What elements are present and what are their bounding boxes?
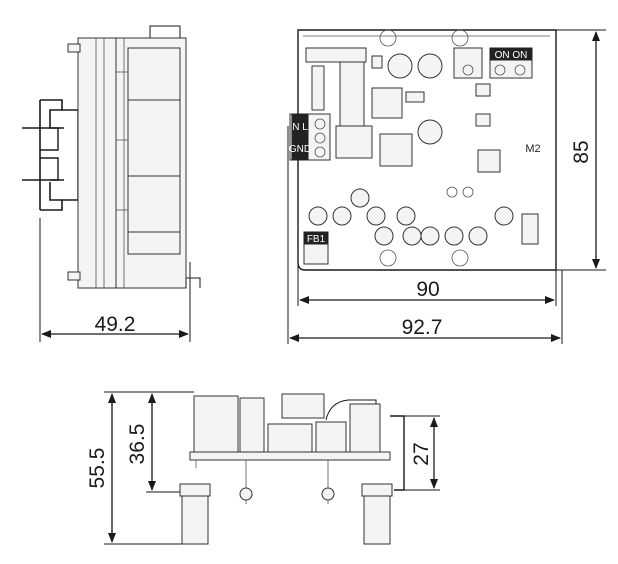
dimension-bracket-height: 27 — [404, 415, 440, 491]
din-rail-clip — [22, 99, 79, 211]
connector-mid-label: GND — [289, 144, 311, 155]
fuse — [339, 61, 365, 133]
connector-left-label: N L — [292, 122, 308, 133]
dimension-overall-height: 55.5 — [86, 391, 190, 545]
ic-small-2 — [475, 83, 491, 97]
relay-front — [193, 395, 239, 453]
top-view: N L GND ON ON M2 FB1 — [289, 29, 557, 271]
capacitor-1 — [387, 53, 413, 79]
dimension-label-board-height: 85 — [570, 140, 593, 163]
capacitor-front — [315, 421, 347, 453]
din-clip-right — [363, 495, 391, 545]
bracket-front — [390, 415, 405, 491]
dimension-width-side: 49.2 — [39, 218, 191, 342]
module-label: M2 — [525, 143, 540, 155]
fuse-holder — [305, 47, 367, 63]
fb-label: FB1 — [307, 234, 326, 245]
dimension-label-width-side: 49.2 — [95, 313, 136, 336]
terminal-block-top: ON ON — [453, 47, 533, 79]
screw-bottom — [67, 271, 81, 281]
connector-top-label: ON ON — [495, 50, 528, 61]
dimension-board-height: 85 — [556, 29, 606, 271]
inductor-front — [267, 423, 313, 453]
capacitor-3 — [417, 119, 443, 145]
din-clip-left — [181, 495, 209, 545]
dimension-component-height: 36.5 — [126, 391, 194, 493]
varistor — [311, 65, 325, 111]
foot-left — [179, 483, 211, 497]
inductor — [379, 133, 413, 167]
dimension-label-overall-height: 55.5 — [86, 448, 109, 489]
foot-right — [361, 483, 393, 497]
transformer-front — [281, 393, 325, 419]
fuse-front — [239, 397, 265, 453]
relay-block — [335, 125, 373, 159]
ic-small — [475, 113, 491, 127]
jumper-header — [521, 213, 539, 245]
side-view — [22, 25, 201, 289]
ic-chip — [405, 91, 425, 103]
dimension-overall-width: 92.7 — [287, 126, 563, 344]
standoff-left — [239, 487, 253, 501]
dimension-label-bracket-height: 27 — [410, 442, 433, 465]
cable-front — [325, 399, 377, 452]
standoff-right — [321, 487, 335, 501]
transformer — [371, 87, 403, 119]
module-stack — [95, 38, 181, 288]
dimension-board-width: 90 — [297, 262, 557, 306]
dimension-label-component-height: 36.5 — [126, 424, 149, 465]
dimension-label-board-width: 90 — [416, 278, 439, 301]
front-view — [179, 393, 405, 545]
capacitor-2 — [417, 53, 443, 79]
microcontroller — [477, 149, 501, 173]
diode-1 — [371, 55, 383, 69]
screw-top — [67, 43, 81, 53]
dimension-label-overall-width: 92.7 — [402, 316, 443, 339]
enclosure-rail-side — [77, 37, 117, 289]
terminal-front — [349, 403, 381, 453]
fb1-connector: FB1 — [303, 231, 329, 265]
terminal-block-left: N L GND — [289, 113, 331, 161]
pcb — [189, 451, 391, 461]
trimmer-row — [308, 186, 514, 246]
